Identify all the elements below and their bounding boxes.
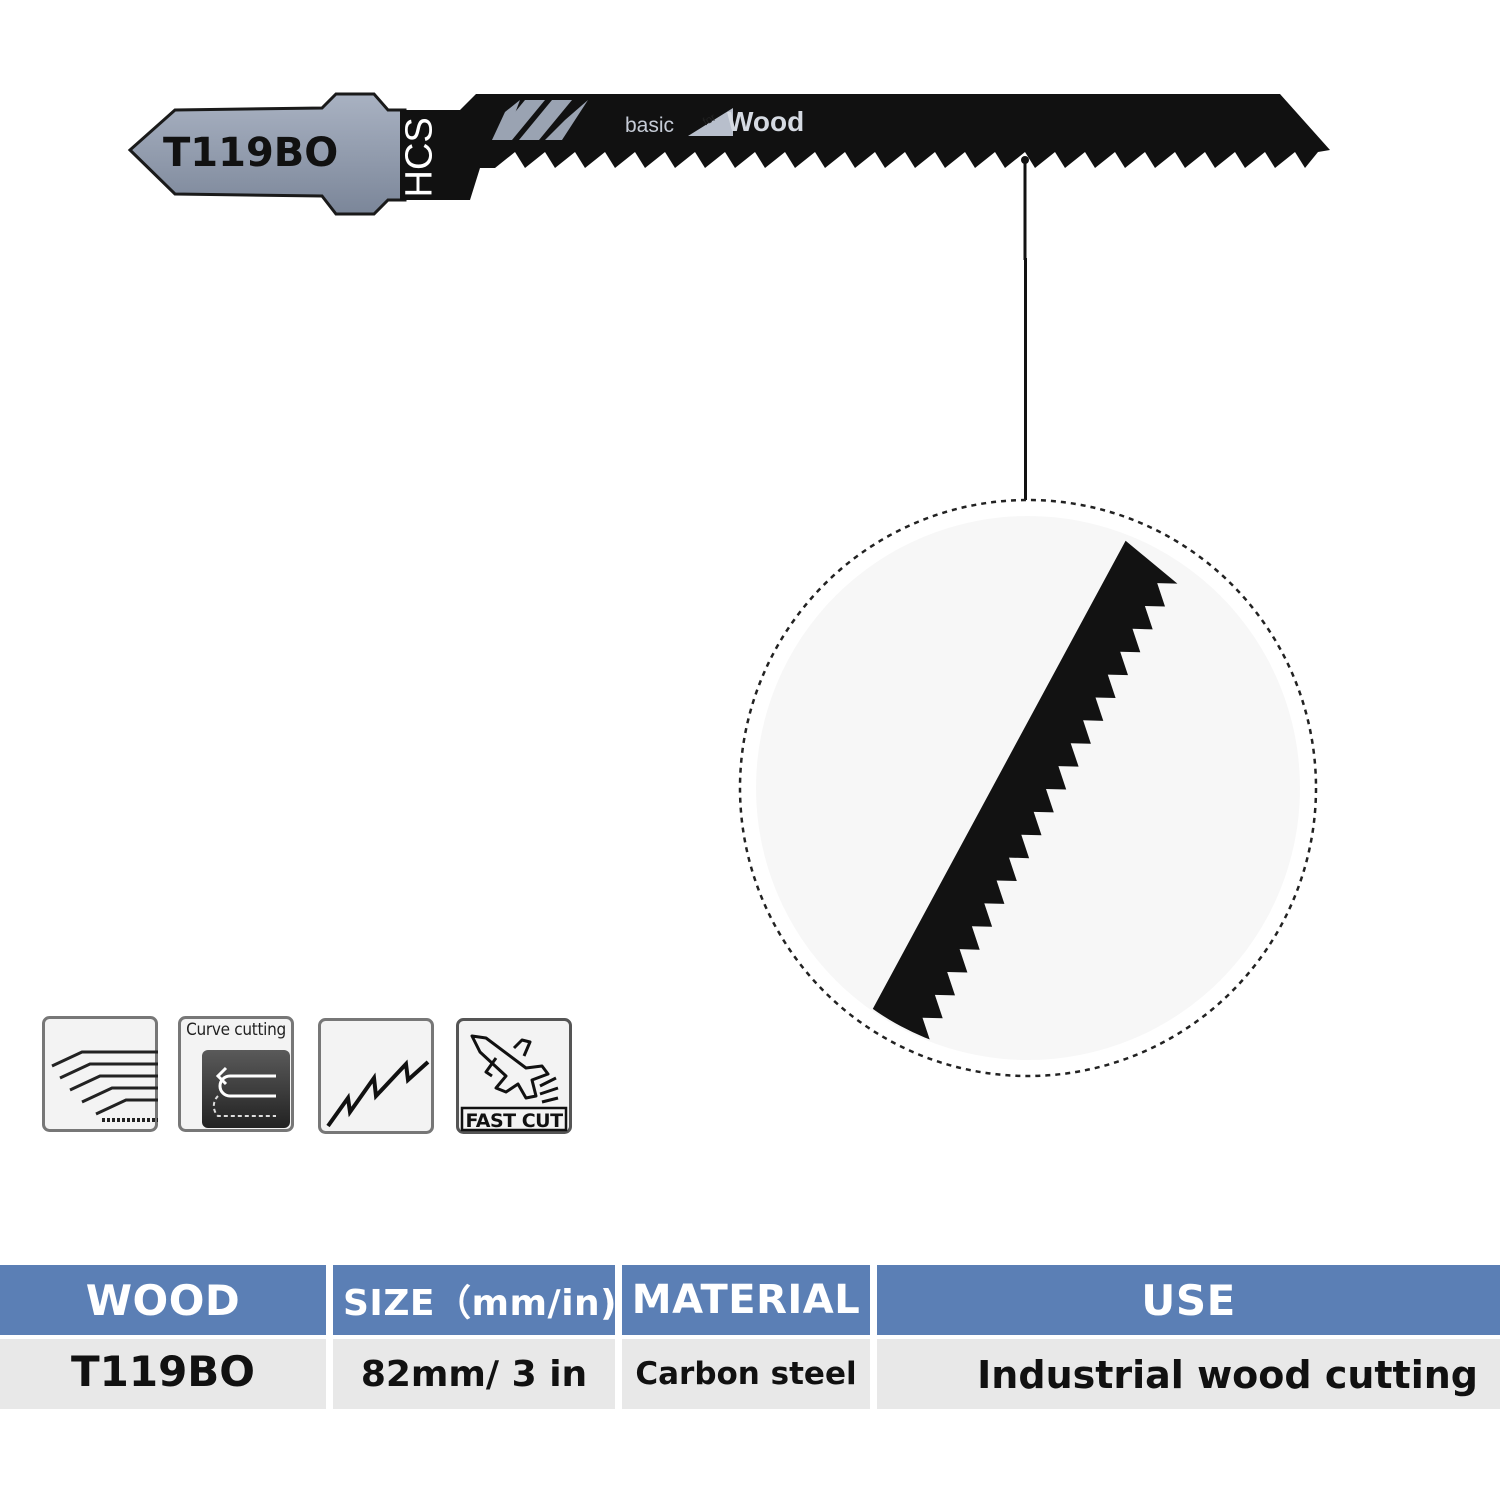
cell-model: T119BO <box>0 1339 326 1409</box>
header-size: SIZE（mm/in) <box>333 1265 617 1335</box>
header-wood: WOOD <box>0 1265 326 1335</box>
slash-logo-icon <box>492 100 588 140</box>
steel-code-label: HCS <box>398 117 441 198</box>
feature-icon-tooth-profile <box>318 1018 434 1134</box>
header-material: MATERIAL <box>622 1265 870 1335</box>
fast-cut-label: FAST CUT <box>465 1110 563 1132</box>
curve-cutting-label: Curve cutting <box>186 1020 286 1040</box>
curve-cutting-icon <box>178 1016 294 1132</box>
splintering-icon <box>42 1016 158 1132</box>
saw-tooth-icon <box>318 1018 434 1134</box>
fast-cut-jet-icon <box>456 1018 572 1134</box>
tooth-detail-zoom <box>738 498 1318 1078</box>
cell-material: Carbon steel <box>622 1339 870 1409</box>
shank-model-label: T119BO <box>163 130 339 176</box>
header-use: USE <box>877 1265 1500 1335</box>
blade-wood-label: Wood <box>727 106 805 137</box>
jigsaw-blade <box>127 92 1330 260</box>
feature-icon-fast-cut: FAST CUT <box>456 1018 572 1134</box>
blade-basic-label: basic <box>625 114 675 137</box>
cell-size: 82mm/ 3 in <box>333 1339 615 1409</box>
feature-icon-splinter-free <box>42 1016 158 1132</box>
feature-icon-curve-cutting: Curve cutting <box>178 1016 294 1132</box>
blade-body <box>400 94 1330 200</box>
wood-logo-icon <box>688 108 733 136</box>
callout-line-lower <box>1024 258 1027 502</box>
cell-use: Industrial wood cutting <box>877 1339 1500 1409</box>
zoomed-blade-teeth <box>855 540 1178 1058</box>
